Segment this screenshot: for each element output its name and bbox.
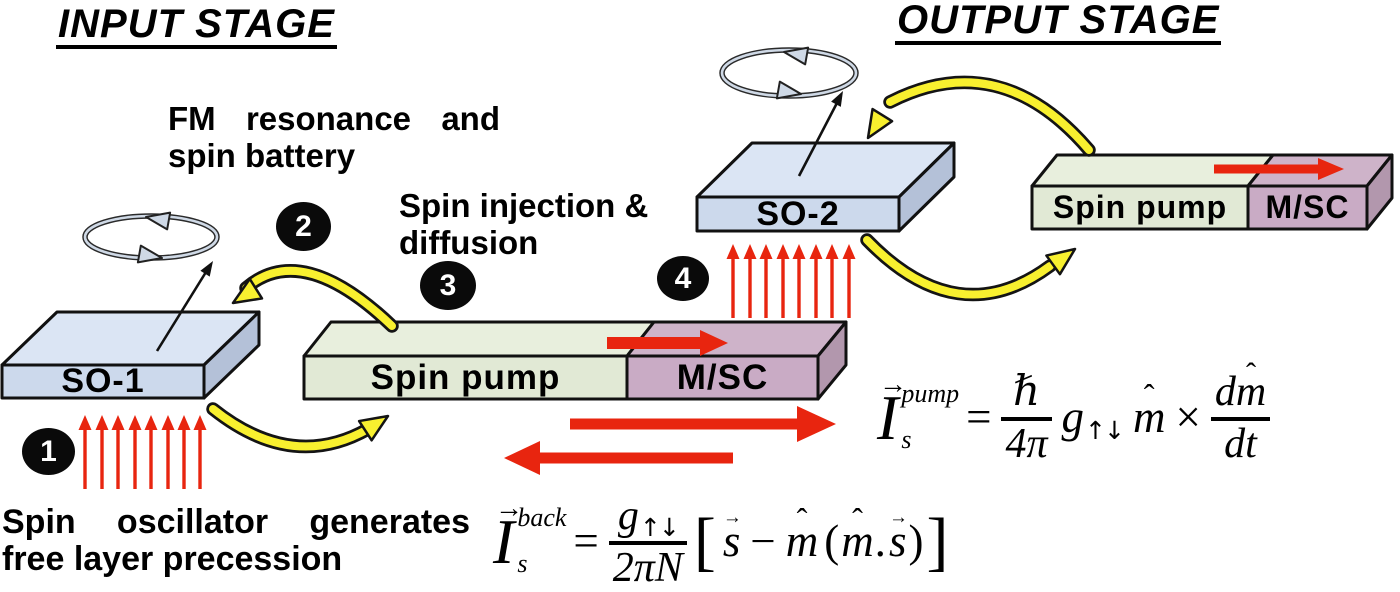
so2-precession-orbit [719, 42, 859, 104]
so1-spin-up-arrows [76, 413, 209, 491]
spin-oscillator-note: Spin oscillator generates free layer pre… [2, 504, 470, 578]
spin-current-right-arrow [570, 406, 836, 442]
output-block-top-current-arrow [1214, 158, 1344, 180]
step-badge-1: 1 [22, 428, 75, 475]
so2-label: SO-2 [756, 195, 840, 233]
hat-accent-icon: ˆ [852, 503, 863, 540]
hat-accent-icon: ˆ [1245, 357, 1257, 392]
fm-resonance-note-line1: FM resonance and [168, 100, 500, 137]
so1-magnetization-pointer-arrow [155, 258, 218, 352]
vector-arrow-icon: → [879, 369, 907, 400]
step2-yellow-curved-arrow [225, 264, 399, 333]
hat-accent-icon: ˆ [796, 503, 808, 540]
eq-back-lhs: → I back s [493, 493, 567, 578]
up-down-arrows-icon: ↑↓ [639, 513, 680, 543]
input-msc-label: M/SC [676, 358, 769, 397]
vector-arrow-icon: → [495, 493, 523, 524]
input-block-top-current-arrow [607, 330, 728, 356]
g-over-2piN-fraction: g↑↓ 2πN [608, 495, 687, 589]
output-spin-pump-label: Spin pump [1052, 189, 1228, 225]
vector-arrow-icon: → [723, 506, 742, 528]
spin-injection-note-line1: Spin injection & [399, 187, 649, 224]
so1-precession-orbit [82, 207, 220, 268]
so2-block-3d [695, 141, 956, 233]
output-top-yellow-curved-arrow [856, 75, 1096, 157]
so2-spin-up-arrows [724, 242, 858, 320]
output-bottom-yellow-curved-arrow [860, 233, 1084, 302]
so1-block-3d [0, 310, 261, 400]
step-badge-4: 4 [657, 256, 709, 301]
spin-injection-note: Spin injection & diffusion [399, 187, 659, 261]
spin-oscillator-note-line2: free layer precession [2, 540, 343, 578]
spin-oscillator-note-line1: Spin oscillator generates [2, 503, 470, 541]
eq-pump-lhs: → I pump s [877, 369, 960, 454]
step-badge-3: 3 [420, 261, 476, 310]
step1-yellow-curved-arrow [206, 402, 396, 454]
vector-arrow-icon: → [889, 506, 909, 528]
spin-injection-note-line2: diffusion [399, 224, 539, 261]
mixing-conductance-term: g↑↓ [1061, 392, 1125, 446]
backflow-left-arrow [504, 441, 733, 475]
so2-magnetization-pointer-arrow [797, 88, 848, 177]
fm-resonance-note-line2: spin battery [168, 137, 356, 174]
up-down-arrows-icon: ↑↓ [1085, 416, 1125, 446]
hat-accent-icon: ˆ [1143, 379, 1155, 416]
output-stage-title: OUTPUT STAGE [895, 0, 1222, 45]
input-spin-pump-label: Spin pump [370, 358, 561, 397]
fm-resonance-note: FM resonance and spin battery [168, 100, 500, 174]
so1-label: SO-1 [61, 362, 145, 400]
input-stage-title: INPUT STAGE [56, 4, 337, 49]
s-vector-term: →s [889, 506, 909, 567]
hbar-over-4pi-fraction: ℏ 4π [1001, 371, 1052, 465]
s-vector-term: →s [722, 506, 742, 567]
step-badge-2: 2 [276, 202, 331, 251]
output-msc-label: M/SC [1265, 189, 1350, 225]
